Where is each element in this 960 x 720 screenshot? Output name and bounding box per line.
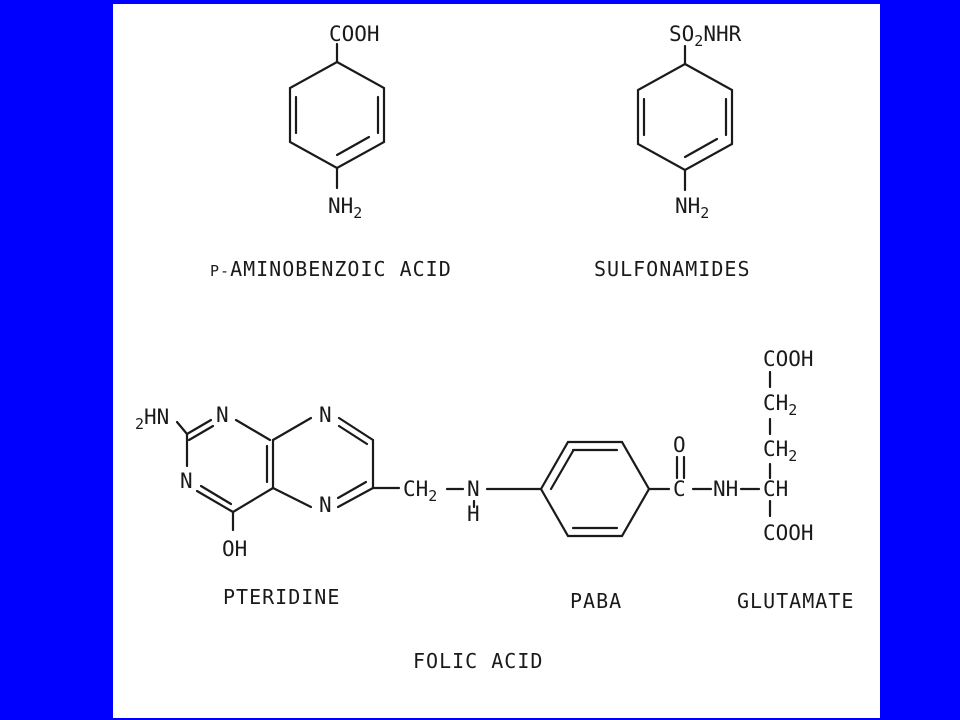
pteridine-bond: [195, 489, 235, 514]
pteridine-n-label: N: [180, 469, 193, 493]
ch2-linker-label: CH2: [403, 477, 437, 505]
pteridine-bond: [234, 418, 272, 442]
pteridine-bond: [336, 486, 375, 509]
linker-n-label: N: [467, 477, 480, 501]
carbonyl-o-label: O: [673, 433, 686, 457]
paba-nh-label: NH2: [328, 194, 362, 222]
sulfonamide-structure: SO2NHR NH2 SULFONAMIDES: [594, 22, 751, 281]
carbonyl-c-label: C: [673, 477, 686, 501]
amide-nh-label: NH: [713, 477, 738, 501]
chemistry-diagram: COOH NH2 P-AMINOBENZOIC ACID SO2NHR NH2 …: [135, 22, 854, 673]
pteridine-bond: [271, 416, 313, 442]
paba-structure: COOH NH2 P-AMINOBENZOIC ACID: [210, 22, 452, 281]
glutamate-cooh-top-label: COOH: [763, 347, 814, 371]
sulfa-caption: SULFONAMIDES: [594, 257, 751, 281]
sulfa-ring-double-bond: [683, 137, 719, 159]
paba-caption: P-AMINOBENZOIC ACID: [210, 257, 452, 281]
linker-h-label: H: [467, 502, 480, 526]
oh-label: OH: [222, 537, 247, 561]
pteridine-bond: [185, 418, 213, 436]
glutamate-label: GLUTAMATE: [737, 589, 854, 613]
pteridine-n-label: N: [319, 403, 332, 427]
sulfa-so2nhr-label: SO2NHR: [669, 22, 742, 50]
pteridine-bond: [337, 416, 375, 442]
folic-acid-structure: 2HN N N N N OH CH2 N H O: [135, 347, 854, 673]
paba-cooh-label: COOH: [329, 22, 380, 46]
paba-ring-double-bond: [335, 135, 371, 157]
pteridine-ring: [175, 416, 401, 532]
pteridine-bond: [337, 424, 369, 446]
paba-label: PABA: [570, 589, 622, 613]
alpha-ch-label: CH: [763, 477, 788, 501]
pteridine-bond: [231, 486, 275, 514]
folic-paba-ring: [539, 440, 651, 538]
pteridine-bond: [199, 484, 233, 506]
sulfa-nh-label: NH2: [675, 194, 709, 222]
pteridine-n-label: N: [216, 403, 229, 427]
folic-acid-caption: FOLIC ACID: [413, 649, 543, 673]
pteridine-n-label: N: [319, 493, 332, 517]
glutamate-cooh-bottom-label: COOH: [763, 521, 814, 545]
sulfa-benzene-ring: [636, 62, 734, 172]
folic-paba-double-bond: [549, 449, 575, 491]
pteridine-bond: [271, 486, 313, 509]
pteridine-bond: [187, 424, 215, 442]
diagram-panel: COOH NH2 P-AMINOBENZOIC ACID SO2NHR NH2 …: [113, 4, 880, 718]
amine-bond: [175, 420, 189, 436]
paba-benzene-ring: [288, 60, 386, 170]
amine-label: 2HN: [135, 405, 169, 433]
pteridine-label: PTERIDINE: [223, 585, 340, 609]
pteridine-bond: [336, 480, 368, 500]
glutamate-ch2b-label: CH2: [763, 437, 797, 465]
glutamate-ch2a-label: CH2: [763, 391, 797, 419]
